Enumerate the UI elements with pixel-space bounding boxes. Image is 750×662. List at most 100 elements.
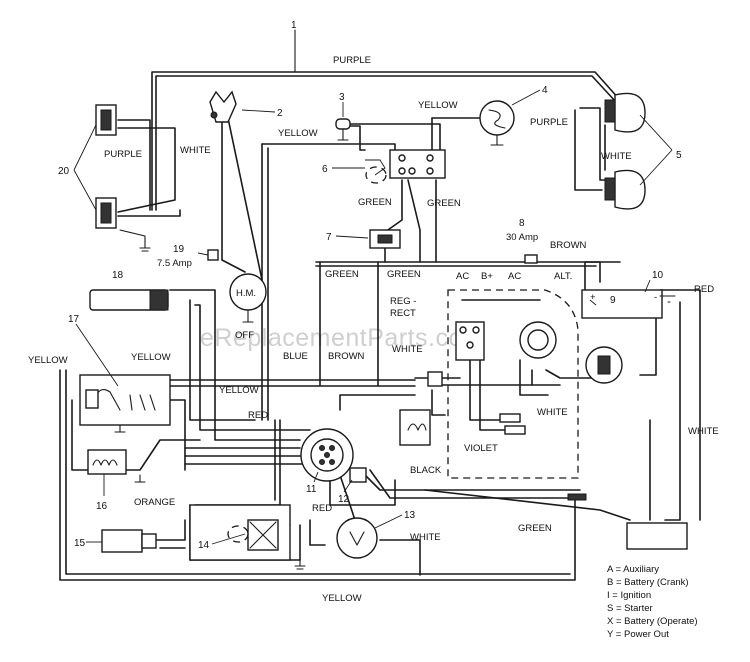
callout-13: 13	[404, 510, 416, 521]
legend-item: B = Battery (Crank)	[607, 577, 689, 588]
wire-label-green-a: GREEN	[358, 197, 392, 208]
svg-text:-: -	[654, 292, 657, 303]
wire-label-green-d: GREEN	[387, 269, 421, 280]
wire-label-yellow-mid: YELLOW	[278, 128, 318, 139]
callout-12: 12	[338, 494, 350, 505]
wire-label-purple-right: PURPLE	[530, 117, 568, 128]
wire-label-brown-mid: BROWN	[328, 351, 365, 362]
wire-label-yellow-top: YELLOW	[418, 100, 458, 111]
headlight-4	[479, 100, 515, 146]
callout-6: 6	[322, 164, 328, 175]
legend-item: S = Starter	[607, 603, 653, 614]
callout-11: 11	[306, 484, 317, 495]
headlight-5-bottom	[604, 169, 646, 210]
battery-bottom	[626, 522, 688, 550]
wire-label-white-far-right: WHITE	[688, 426, 719, 437]
solenoid-16	[87, 449, 127, 475]
starter-motor	[585, 346, 623, 384]
wire-label-violet: VIOLET	[464, 443, 498, 454]
wire-label-red-center: RED	[248, 410, 268, 421]
engine-boundary	[447, 289, 579, 479]
wire-label-white-right: WHITE	[601, 151, 632, 162]
hour-meter: H.M.	[229, 273, 267, 323]
callout-9: 9	[610, 295, 616, 306]
legend: A = Auxiliary B = Battery (Crank) I = Ig…	[607, 564, 698, 640]
callout-17: 17	[68, 314, 80, 325]
wire-label-white-low: WHITE	[410, 532, 441, 543]
ignition-switch-11	[300, 428, 354, 482]
wire-label-brown-top: BROWN	[550, 240, 587, 251]
switch-box-14	[189, 504, 291, 561]
wire-label-green-c: GREEN	[325, 269, 359, 280]
legend-item: Y = Power Out	[607, 629, 669, 640]
off-label: OFF	[235, 330, 254, 341]
ac-label-2: AC	[508, 271, 521, 282]
callout-18: 18	[112, 270, 124, 281]
callout-4: 4	[542, 85, 548, 96]
wire-label-orange: ORANGE	[134, 497, 175, 508]
hour-meter-label: H.M.	[236, 288, 256, 299]
wire-label-yellow-17: YELLOW	[131, 352, 171, 363]
plunger-15	[101, 529, 157, 553]
headlight-5-top	[604, 92, 646, 133]
wire-labels: PURPLE YELLOW YELLOW PURPLE WHITE PURPLE…	[28, 55, 719, 604]
left-light-top	[95, 104, 117, 136]
fuse-8	[524, 254, 538, 264]
wire-label-purple-top: PURPLE	[333, 55, 371, 66]
callout-8: 8	[519, 218, 525, 229]
callout-20: 20	[58, 166, 70, 177]
fuse-19	[207, 249, 219, 261]
spark-plugs	[499, 413, 526, 435]
callout-2: 2	[277, 108, 283, 119]
connector-12	[349, 467, 367, 483]
callout-15: 15	[74, 538, 86, 549]
fuse-7-5-amp-label: 7.5 Amp	[157, 258, 192, 269]
ground-symbols	[114, 241, 306, 570]
legend-item: A = Auxiliary	[607, 564, 659, 575]
fuse-30-amp-label: 30 Amp	[506, 232, 538, 243]
callout-19: 19	[173, 244, 185, 255]
callout-1: 1	[291, 20, 297, 31]
wire-label-black: BLACK	[410, 465, 442, 476]
alternator	[519, 321, 557, 359]
callouts: 1 2 3 4 5 6 7 8 30 Amp 9 10 11 12 13 14 …	[58, 20, 682, 551]
wire-label-yellow-bottom: YELLOW	[322, 593, 362, 604]
gauge-13	[336, 517, 378, 559]
wire-label-red-low: RED	[312, 503, 332, 514]
watermark: eReplacementParts.com	[200, 324, 484, 352]
callout-10: 10	[652, 270, 664, 281]
wire-label-green-b: GREEN	[427, 198, 461, 209]
callout-16: 16	[96, 501, 108, 512]
relay-7	[369, 229, 401, 249]
coil-black	[399, 409, 431, 446]
wire-label-red-right: RED	[694, 284, 714, 295]
wire-label-yellow-center: YELLOW	[219, 385, 259, 396]
relay-box-17	[79, 374, 171, 426]
module-18	[89, 289, 169, 311]
regulator	[455, 321, 485, 361]
ac-label-1: AC	[456, 271, 469, 282]
switch-6	[365, 149, 446, 184]
bulb-3	[335, 118, 351, 141]
callout-14: 14	[198, 540, 210, 551]
legend-item: X = Battery (Operate)	[607, 616, 698, 627]
connector-white	[427, 371, 443, 387]
left-light-bottom	[95, 197, 117, 229]
reg-rect-label-2: RECT	[390, 308, 416, 319]
alt-label: ALT.	[554, 271, 572, 282]
wire-label-blue: BLUE	[283, 351, 308, 362]
switch-2	[209, 90, 237, 123]
legend-item: I = Ignition	[607, 590, 651, 601]
callout-5: 5	[676, 150, 682, 161]
wire-label-purple-left: PURPLE	[104, 149, 142, 160]
wire-label-white-reg: WHITE	[537, 407, 568, 418]
battery: + -	[581, 289, 676, 319]
svg-text:+: +	[590, 292, 596, 303]
wire-label-yellow-left: YELLOW	[28, 355, 68, 366]
callout-3: 3	[339, 92, 345, 103]
callout-7: 7	[326, 232, 332, 243]
component-text: OFF REG - RECT AC B+ AC ALT.	[235, 271, 572, 341]
connector-green	[567, 493, 587, 501]
b-plus-label: B+	[481, 271, 493, 282]
wire-label-white-left: WHITE	[180, 145, 211, 156]
